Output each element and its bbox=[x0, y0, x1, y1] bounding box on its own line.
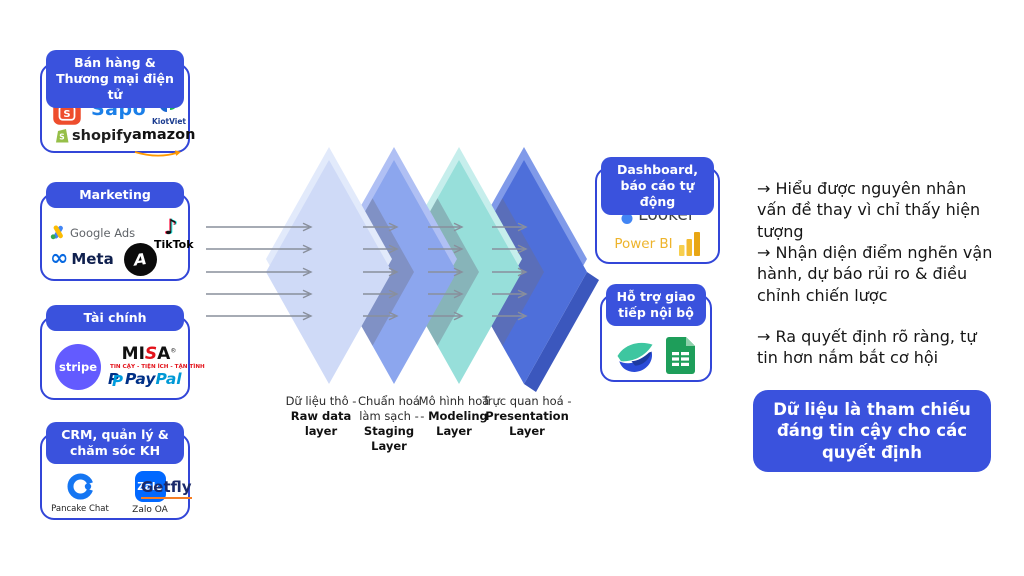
benefit-item-3: → Ra quyết định rõ ràng, tự tin hơn nắm … bbox=[757, 327, 977, 368]
flow-arrow-head bbox=[453, 222, 464, 232]
stripe-logo: stripe bbox=[55, 344, 101, 390]
output-panel-dashboard: Dashboard, báo cáo tự động Looker Power … bbox=[595, 157, 720, 264]
source-panel-marketing: Marketing Google Ads ♪ TikTok ∞ Meta A bbox=[40, 182, 194, 281]
flow-arrow-head bbox=[302, 289, 313, 299]
source-panel-marketing-title: Marketing bbox=[46, 182, 184, 208]
source-panel-finance-title: Tài chính bbox=[46, 305, 184, 331]
flow-arrow-head bbox=[453, 244, 464, 254]
benefit-item-2: → Nhận diện điểm nghẽn vận hành, dự báo … bbox=[757, 243, 993, 305]
pipeline-graphic bbox=[206, 147, 599, 392]
amazon-smile-icon bbox=[134, 150, 181, 157]
amazon-logo: amazon bbox=[132, 127, 195, 162]
zalo-logo: Zalo Zalo OA bbox=[128, 471, 172, 515]
output-panel-communication: Hỗ trợ giao tiếp nội bộ bbox=[600, 284, 712, 382]
output-panel-dashboard-title: Dashboard, báo cáo tự động bbox=[601, 157, 714, 215]
source-panel-crm-title: CRM, quản lý & chăm sóc KH bbox=[46, 422, 184, 464]
tiktok-logo: ♪ TikTok bbox=[154, 215, 194, 252]
svg-text:S: S bbox=[63, 109, 70, 120]
flow-arrow-head bbox=[453, 267, 464, 277]
flow-arrow-head bbox=[388, 289, 399, 299]
flow-arrow-head bbox=[388, 267, 399, 277]
stage-1-diamond bbox=[266, 147, 392, 384]
flow-arrow-head bbox=[302, 311, 313, 321]
flow-arrow-head bbox=[517, 222, 528, 232]
pancake-logo: Pancake Chat bbox=[48, 473, 112, 514]
meta-logo: ∞ Meta bbox=[50, 246, 114, 271]
source-panel-sales: Bán hàng & Thương mại điện tử S Sapo Kio… bbox=[40, 50, 195, 157]
flow-arrow-head bbox=[302, 244, 313, 254]
powerbi-logo: Power BI bbox=[597, 231, 718, 257]
zalo-icon: Zalo bbox=[134, 471, 166, 502]
source-panel-sales-title: Bán hàng & Thương mại điện tử bbox=[46, 50, 184, 108]
stage-2-label: Chuẩn hoá làm sạch - Staging Layer bbox=[358, 394, 420, 453]
powerbi-bars-icon bbox=[678, 232, 700, 256]
flow-arrow-head bbox=[517, 244, 528, 254]
ad-platform-a-icon: A bbox=[124, 243, 157, 276]
flow-arrow-head bbox=[388, 222, 399, 232]
google-ads-icon bbox=[50, 225, 63, 240]
flow-arrow-head bbox=[388, 244, 399, 254]
stage-1-label: Dữ liệu thô - Raw data layer bbox=[285, 394, 357, 438]
paypal-icon: P P bbox=[108, 370, 123, 390]
flow-arrow-head bbox=[517, 267, 528, 277]
source-panel-crm: CRM, quản lý & chăm sóc KH Pancake Chat … bbox=[40, 422, 192, 520]
flow-arrows bbox=[206, 222, 528, 321]
stage-4-label: Trực quan hoá - Presentation Layer bbox=[482, 394, 572, 438]
flow-arrow-head bbox=[517, 289, 528, 299]
getfly-logo: Getfly bbox=[141, 477, 192, 499]
flow-arrow-head bbox=[302, 267, 313, 277]
meta-infinity-icon: ∞ bbox=[50, 246, 69, 271]
cta-banner: Dữ liệu là tham chiếu đáng tin cậy cho c… bbox=[753, 390, 991, 473]
shopify-logo: S shopify bbox=[55, 127, 132, 144]
stage-4-side bbox=[524, 272, 599, 392]
lark-icon bbox=[617, 342, 653, 372]
flow-arrow-head bbox=[302, 222, 313, 232]
tiktok-note-icon: ♪ bbox=[164, 215, 178, 239]
flow-arrow-head bbox=[517, 311, 528, 321]
flow-arrow-head bbox=[388, 311, 399, 321]
stage-1-face bbox=[266, 160, 392, 384]
shopify-bag-icon: S bbox=[56, 129, 69, 143]
misa-tagline: TIN CẬY - TIỆN ÍCH - TẬN TÌNH bbox=[110, 364, 205, 370]
google-ads-logo: Google Ads bbox=[50, 225, 135, 240]
flow-arrow-head bbox=[453, 311, 464, 321]
flow-arrow-head bbox=[453, 289, 464, 299]
stage-3-label: Mô hình hoá - Modeling Layer bbox=[418, 394, 490, 438]
output-panel-communication-title: Hỗ trợ giao tiếp nội bộ bbox=[606, 284, 706, 326]
google-sheets-icon bbox=[666, 337, 695, 374]
benefit-item-1: → Hiểu được nguyên nhân vấn đề thay vì c… bbox=[757, 179, 981, 241]
svg-text:S: S bbox=[59, 133, 64, 142]
source-panel-finance: Tài chính stripe MISA® TIN CẬY - TIỆN ÍC… bbox=[40, 305, 205, 400]
misa-logo: MISA® TIN CẬY - TIỆN ÍCH - TẬN TÌNH bbox=[110, 344, 205, 371]
pancake-icon bbox=[67, 473, 94, 500]
paypal-logo: P P PayPal bbox=[108, 370, 182, 390]
